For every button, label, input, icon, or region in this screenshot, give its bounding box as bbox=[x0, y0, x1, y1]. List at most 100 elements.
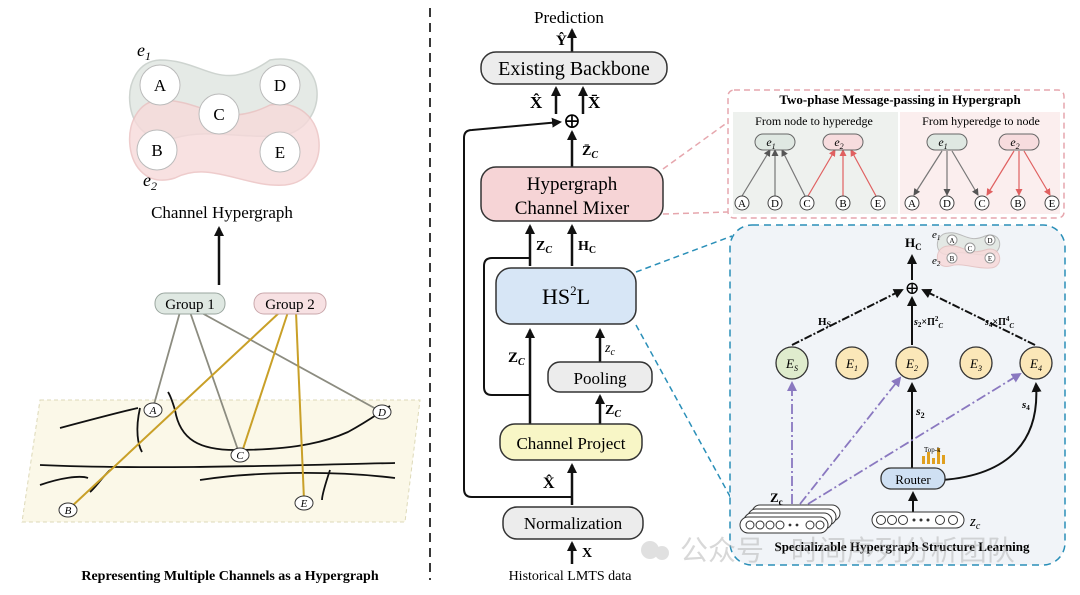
svg-text:B: B bbox=[65, 505, 72, 517]
group-2-node: Group 2 bbox=[253, 292, 327, 315]
mp-title: Two-phase Message-passing in Hypergraph bbox=[779, 92, 1021, 107]
svg-text:Channel Project: Channel Project bbox=[516, 434, 625, 453]
shsl-caption: Specializable Hypergraph Structure Learn… bbox=[774, 539, 1030, 554]
expert-e3: E3 bbox=[959, 346, 993, 380]
svg-text:E: E bbox=[300, 498, 308, 510]
y-hat-label: Ŷ bbox=[556, 32, 567, 49]
svg-text:ES: ES bbox=[785, 356, 798, 373]
svg-text:e1: e1 bbox=[938, 135, 947, 151]
mp-edge-e1-right: e1 bbox=[926, 133, 968, 151]
channel-node-d: D bbox=[372, 404, 392, 420]
hyper-node-c: C bbox=[198, 93, 240, 135]
zc-label-upper: ZC bbox=[536, 239, 552, 256]
hypergraph-label: Channel Hypergraph bbox=[151, 203, 293, 222]
svg-text:HS2L: HS2L bbox=[542, 283, 590, 309]
expert-es: ES bbox=[775, 346, 809, 380]
svg-text:E: E bbox=[875, 198, 882, 210]
svg-text:E4: E4 bbox=[1029, 356, 1042, 373]
shsl-panel: HC e1 e2 A C D B E ⊕ HS s2×Π2C bbox=[729, 224, 1066, 566]
x-input-label: X bbox=[582, 546, 592, 561]
mixer-zoom-connector bbox=[662, 121, 729, 215]
svg-text:D: D bbox=[377, 407, 386, 419]
svg-text:e1: e1 bbox=[932, 229, 940, 242]
mp-edge-to-node: e1 e2 A D C B E bbox=[904, 133, 1060, 211]
s4-pi-label: s4×Π4C bbox=[984, 315, 1014, 330]
hc-label-upper: HC bbox=[578, 239, 596, 256]
svg-text:D: D bbox=[274, 76, 286, 95]
zc-stacked-tokens bbox=[739, 504, 841, 534]
expert-e1: E1 bbox=[835, 346, 869, 380]
zc-label-mid: ZC bbox=[508, 350, 525, 368]
expert-e4: E4 bbox=[1019, 346, 1053, 380]
hs-label: HS bbox=[818, 316, 832, 329]
svg-text:Hypergraph: Hypergraph bbox=[527, 174, 618, 195]
group-2-links bbox=[69, 311, 305, 509]
svg-text:B: B bbox=[950, 255, 955, 263]
topk-label: Top-k bbox=[924, 446, 941, 454]
svg-text:B: B bbox=[839, 198, 846, 210]
z-bar-label: Z̄C bbox=[582, 144, 598, 161]
group-1-links bbox=[152, 311, 379, 451]
prediction-label: Prediction bbox=[534, 8, 604, 27]
svg-text:e2: e2 bbox=[932, 255, 941, 268]
svg-text:Pooling: Pooling bbox=[574, 369, 627, 388]
svg-text:D: D bbox=[943, 198, 951, 210]
svg-text:e2: e2 bbox=[1010, 135, 1019, 151]
svg-text:D: D bbox=[987, 237, 992, 245]
hs2l-zoom-connector bbox=[635, 235, 733, 501]
svg-text:Existing Backbone: Existing Backbone bbox=[498, 58, 650, 80]
edge-label-e1: e1 bbox=[137, 40, 151, 63]
channel-node-b: B bbox=[58, 502, 78, 518]
topk-bars-icon bbox=[922, 448, 945, 464]
purple-routing-arrows bbox=[787, 372, 1022, 505]
svg-text:e1: e1 bbox=[766, 135, 775, 151]
svg-text:公众号 · 时间序列分析团队: 公众号 · 时间序列分析团队 bbox=[680, 534, 1015, 567]
svg-text:A: A bbox=[154, 76, 167, 95]
svg-text:B: B bbox=[151, 141, 162, 160]
mp-left-title: From node to hyperedge bbox=[755, 114, 873, 128]
zc-big-label: Zc bbox=[770, 490, 783, 507]
svg-text:A: A bbox=[908, 198, 916, 210]
router-box: Router bbox=[880, 467, 946, 490]
channel-node-a: A bbox=[143, 402, 163, 418]
hs2l-box: HS2L bbox=[495, 267, 637, 325]
svg-text:A: A bbox=[149, 405, 157, 417]
left-caption: Representing Multiple Channels as a Hype… bbox=[81, 569, 378, 584]
svg-text:Group 2: Group 2 bbox=[265, 297, 315, 313]
svg-text:E: E bbox=[1049, 198, 1056, 210]
shsl-oplus: ⊕ bbox=[904, 278, 919, 298]
svg-text:C: C bbox=[803, 198, 810, 210]
small-zc-label: zc bbox=[604, 341, 615, 358]
svg-text:E3: E3 bbox=[969, 356, 982, 373]
existing-backbone-box: Existing Backbone bbox=[480, 51, 668, 85]
svg-text:Group 1: Group 1 bbox=[165, 297, 215, 313]
svg-text:E1: E1 bbox=[845, 356, 858, 373]
channel-node-e: E bbox=[294, 495, 314, 511]
svg-text:e2: e2 bbox=[834, 135, 843, 151]
svg-text:E2: E2 bbox=[905, 356, 918, 373]
normalization-box: Normalization bbox=[502, 506, 644, 540]
channel-project-box: Channel Project bbox=[499, 423, 643, 461]
channel-node-c: C bbox=[230, 447, 250, 463]
svg-text:E: E bbox=[988, 255, 992, 263]
skip-connection-xhat bbox=[463, 117, 572, 498]
watermark: 公众号 · 时间序列分析团队 bbox=[641, 534, 1015, 567]
channel-curves bbox=[39, 391, 396, 501]
shsl-mini-hypergraph: e1 e2 A C D B E bbox=[932, 229, 1000, 269]
mp-edge-e2-left: e2 bbox=[822, 133, 864, 151]
svg-text:A: A bbox=[949, 237, 954, 245]
edge-label-e2: e2 bbox=[143, 170, 157, 193]
hyper-node-a: A bbox=[139, 64, 181, 106]
skip-connection-zc bbox=[483, 257, 530, 396]
hypergraph-channel-mixer-box: Hypergraph Channel Mixer bbox=[480, 166, 664, 222]
group-1-node: Group 1 bbox=[154, 292, 226, 315]
mp-edge-e2-right: e2 bbox=[998, 133, 1040, 151]
x-hat-mid: X̂ bbox=[543, 474, 555, 492]
mp-edge-e1-left: e1 bbox=[754, 133, 796, 151]
s2-label: s2 bbox=[915, 404, 925, 420]
historical-data-label: Historical LMTS data bbox=[509, 569, 633, 584]
x-hat-top: X̂ bbox=[530, 93, 543, 112]
svg-text:E: E bbox=[275, 143, 285, 162]
s4-label: s4 bbox=[1021, 399, 1030, 412]
